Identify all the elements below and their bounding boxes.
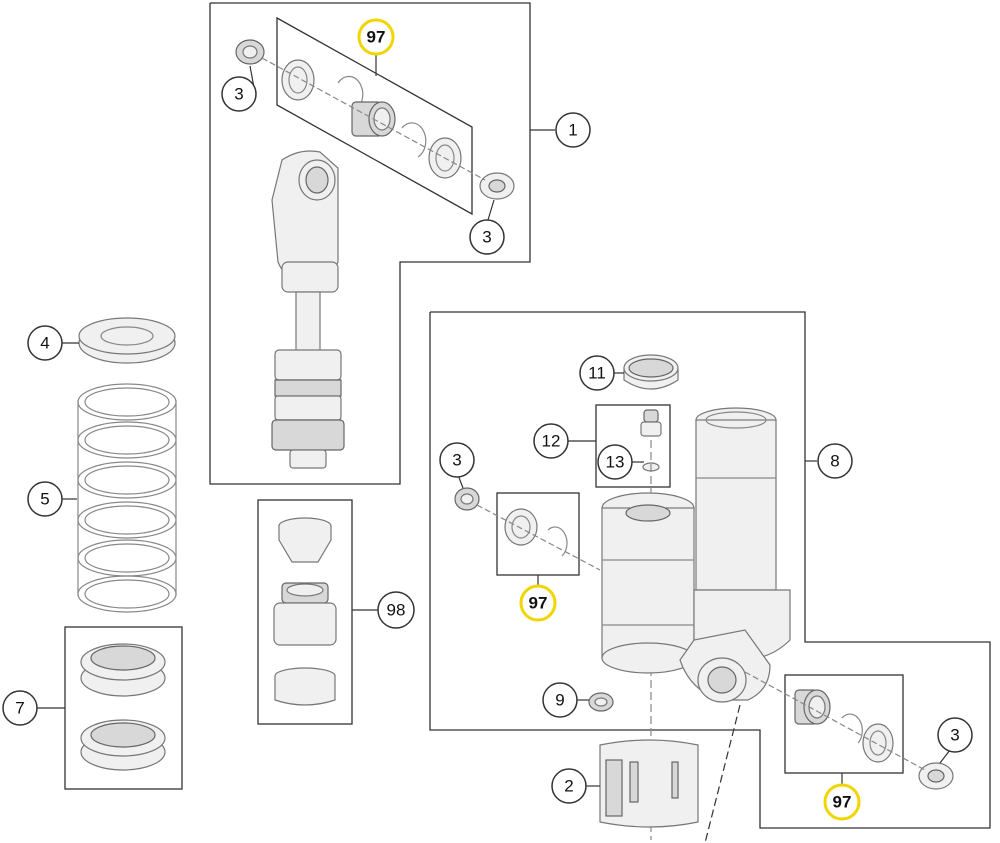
callout-label: 3 xyxy=(950,726,959,745)
callout-label: 9 xyxy=(555,691,564,710)
seal-ring-4-inner xyxy=(869,730,887,756)
callout-1: 1 xyxy=(555,112,591,148)
callout-label: 3 xyxy=(482,228,491,247)
callout-3-top-right: 3 xyxy=(469,219,505,255)
adjuster-nut-lower xyxy=(80,719,166,771)
seal-head xyxy=(273,582,337,646)
callout-97-top: 97 xyxy=(357,18,395,56)
seal-ring-3 xyxy=(504,508,538,546)
seal-kit-right-parts xyxy=(744,671,954,790)
callout-11: 11 xyxy=(579,355,615,391)
circlip-3 xyxy=(547,526,568,557)
callout-13: 13 xyxy=(597,444,633,480)
seal-ring-4 xyxy=(862,723,894,763)
circlip-4 xyxy=(841,713,863,744)
bushing-kit-parts xyxy=(273,517,337,706)
callout-4: 4 xyxy=(27,325,63,361)
group-frames xyxy=(64,2,991,829)
frame-seal-kit-right xyxy=(784,674,904,774)
seal-kit-left-parts xyxy=(454,487,601,571)
seal-ring-1-inner xyxy=(288,66,308,94)
callout-label: 3 xyxy=(452,451,461,470)
seal-ring-3-inner xyxy=(511,515,531,539)
reservoir-cap xyxy=(623,354,679,390)
bump-stop xyxy=(278,517,332,563)
callout-label: 8 xyxy=(830,452,839,471)
damper-top-parts xyxy=(235,39,515,469)
callout-3-bottom-right: 3 xyxy=(937,717,973,753)
adjuster-nuts xyxy=(80,643,166,771)
callout-12: 12 xyxy=(533,423,569,459)
bearing-seal-mid-left xyxy=(454,487,480,511)
frame-bushing-kit xyxy=(257,499,353,725)
callout-9: 9 xyxy=(542,682,578,718)
callout-label: 3 xyxy=(234,85,243,104)
axis-line-right xyxy=(744,671,926,771)
frame-valve-group xyxy=(595,404,671,488)
callout-2: 2 xyxy=(551,768,587,804)
callout-3-mid-left: 3 xyxy=(439,442,475,478)
callout-8: 8 xyxy=(817,443,853,479)
callout-97-mid: 97 xyxy=(519,584,557,622)
callout-label: 97 xyxy=(833,793,852,812)
callout-label: 4 xyxy=(40,334,49,353)
callout-7: 7 xyxy=(2,690,38,726)
callout-label: 13 xyxy=(606,453,625,472)
frame-reservoir-assembly xyxy=(429,311,991,829)
spring-retainer xyxy=(78,317,176,364)
seal-ring-2-inner xyxy=(435,144,455,172)
seal-ring-1 xyxy=(281,59,315,101)
damper-body-lower xyxy=(679,407,791,703)
frame-seal-kit-top xyxy=(276,16,473,216)
bearing-seal-top-left xyxy=(235,39,265,65)
guide-bushing xyxy=(274,667,336,706)
callout-label: 2 xyxy=(564,777,573,796)
callout-5: 5 xyxy=(27,481,63,517)
bearing-seal-top-right xyxy=(479,172,515,200)
callout-label: 97 xyxy=(367,28,386,47)
bearing-seal-bottom-right xyxy=(918,762,954,790)
callout-label: 1 xyxy=(568,121,577,140)
axis-line-left xyxy=(476,504,601,571)
callout-label: 97 xyxy=(529,594,548,613)
adjuster-nut-upper xyxy=(80,643,166,697)
callout-97-bottom: 97 xyxy=(823,783,861,821)
sticker-label-part xyxy=(599,739,699,828)
reservoir-assembly-parts xyxy=(588,354,791,840)
callouts: 3 97 1 3 4 5 7 98 xyxy=(2,18,973,821)
callout-3-top-left: 3 xyxy=(221,76,257,112)
callout-98: 98 xyxy=(377,591,415,629)
callout-label: 5 xyxy=(40,490,49,509)
callout-label: 98 xyxy=(387,601,406,620)
frame-damper-assembly xyxy=(209,2,531,485)
callout-label: 12 xyxy=(542,432,561,451)
circlip-2 xyxy=(401,122,427,158)
bearing-lower xyxy=(794,689,831,725)
spring-parts xyxy=(77,317,177,613)
callout-label: 11 xyxy=(588,364,606,383)
coil-spring xyxy=(77,383,177,613)
shock-body-top xyxy=(271,150,345,469)
reservoir-canister xyxy=(601,492,695,674)
callout-label: 7 xyxy=(15,699,24,718)
bleed-screw xyxy=(588,692,614,712)
axis-line-top xyxy=(261,57,486,181)
